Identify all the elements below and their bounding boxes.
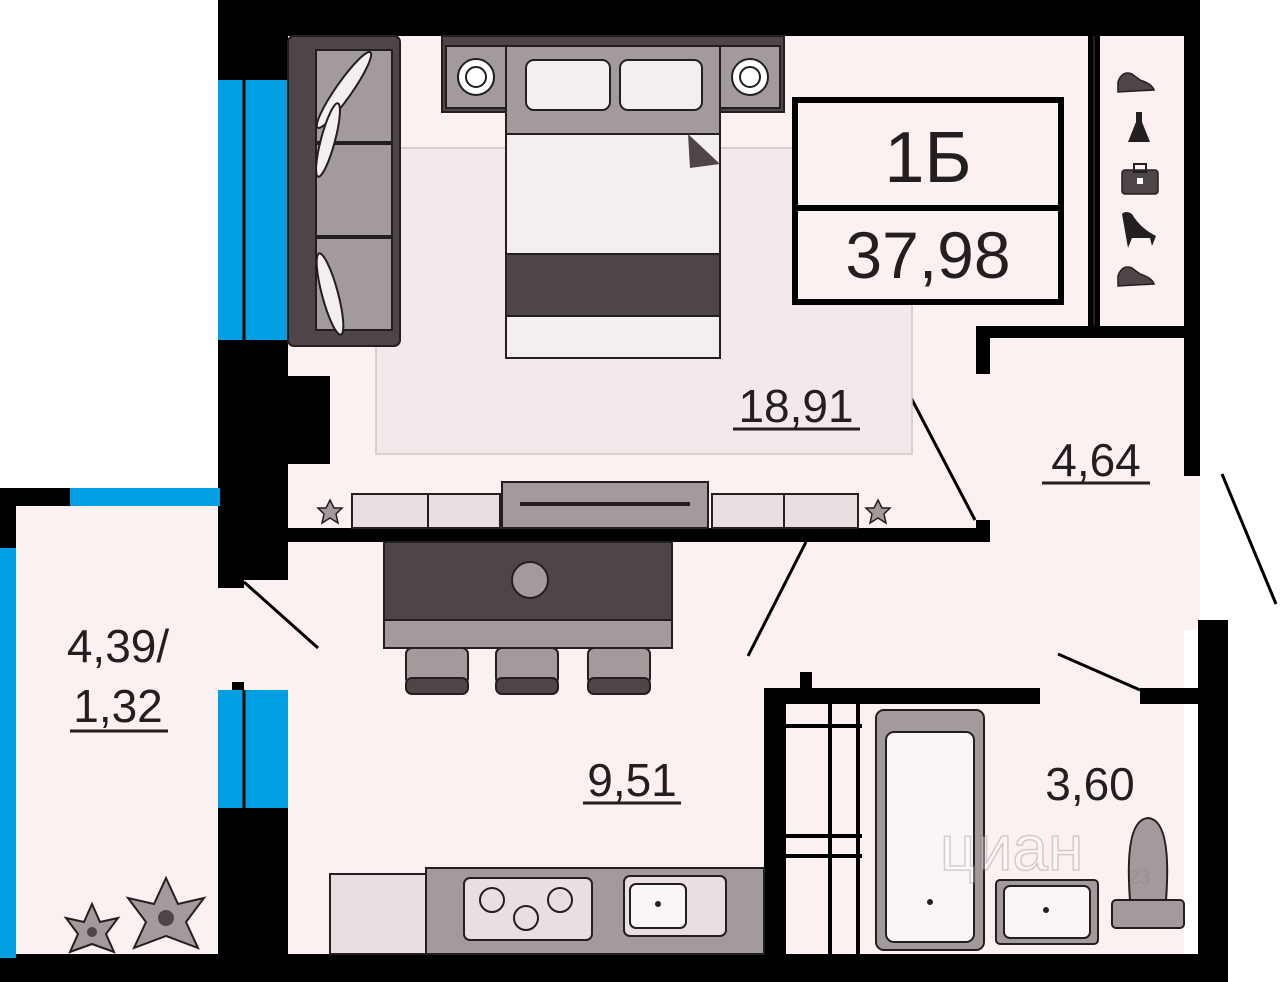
kitchen-area: 9,51 [587,754,677,806]
hall-area: 4,64 [1051,434,1141,486]
wardrobe-icons [1117,72,1159,287]
kitchen-furniture [329,541,765,955]
windows [0,80,288,958]
apartment-info-box: 1Б 37,98 [792,97,1064,305]
bathroom-area: 3,60 [1045,758,1135,810]
plant-icon [63,901,121,954]
dress-icon [1128,112,1150,142]
total-area: 37,98 [845,218,1010,292]
flower-icon [316,498,344,525]
balcony-area-line2: 1,32 [73,680,163,732]
watermark-number: 23 [1128,867,1150,889]
balcony-area-line1: 4,39/ [67,620,170,672]
watermark-text: циан [940,812,1083,884]
briefcase-icon [1121,163,1159,195]
high-heel-icon [1122,212,1156,248]
sneaker-icon [1117,72,1156,93]
room-labels: 18,91 4,64 4,39/ 1,32 9,51 3,60 [67,380,1150,810]
bathroom-furniture [786,704,1185,954]
plant-icon [125,875,207,950]
flower-icon [864,498,892,525]
watermark: циан 23 [939,811,1150,889]
door-swings [243,391,1278,692]
apartment-type: 1Б [884,118,971,198]
sneaker-icon [1117,266,1156,287]
bedroom-area: 18,91 [738,380,853,432]
walls [0,0,1228,982]
plants [63,498,892,954]
